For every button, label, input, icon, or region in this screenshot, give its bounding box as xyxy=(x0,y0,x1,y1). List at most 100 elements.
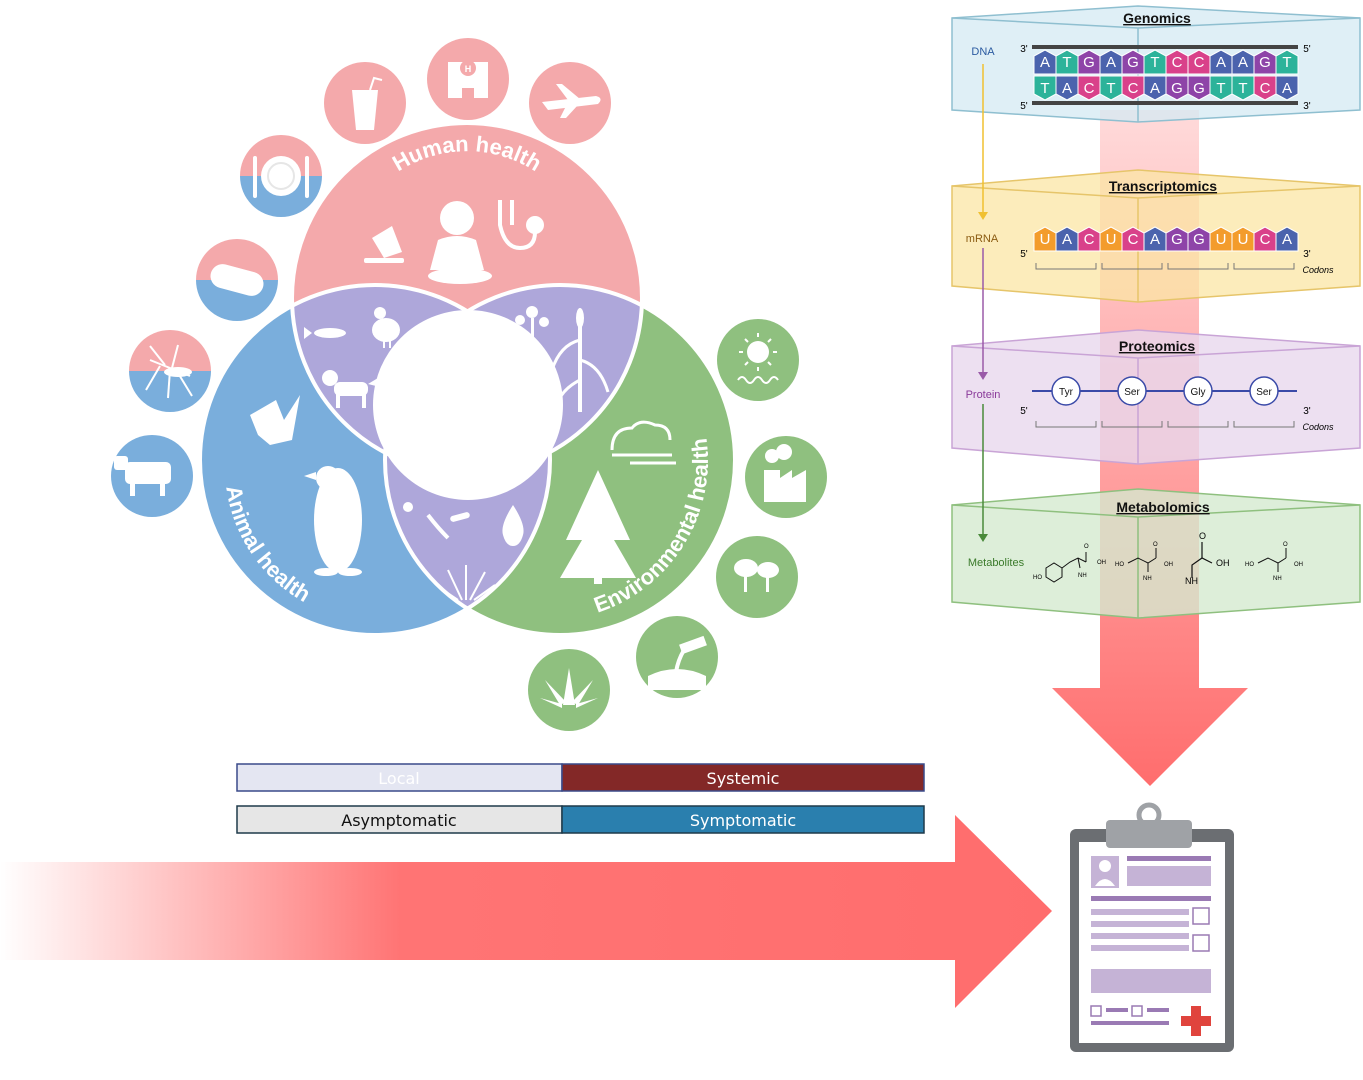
tyr-o: O xyxy=(1084,544,1089,550)
svg-text:A: A xyxy=(1106,54,1116,71)
cloud-wind-icon xyxy=(610,420,676,465)
omics-flow-arrows xyxy=(978,64,988,542)
dna-top-base-7: C xyxy=(1165,49,1189,75)
ser2-ho: HO xyxy=(1245,562,1254,568)
protein-right-end: 3' xyxy=(1303,406,1311,417)
baby-icon xyxy=(428,201,492,284)
protein-label: Protein xyxy=(966,389,1001,401)
mrna-base-6: A xyxy=(1143,226,1167,252)
svg-text:C: C xyxy=(1084,231,1095,248)
mrna-base-4: U xyxy=(1099,226,1123,252)
genomics-title: Genomics xyxy=(1123,10,1191,26)
mrna-codon-bracket-1 xyxy=(1035,263,1097,270)
svg-text:Gly: Gly xyxy=(1191,387,1206,398)
mrna-label: mRNA xyxy=(966,233,999,245)
forest-icon xyxy=(716,536,798,618)
corn-plant-icon xyxy=(550,308,610,412)
svg-text:G: G xyxy=(1193,231,1205,248)
svg-text:G: G xyxy=(1127,54,1139,71)
dog-icon xyxy=(322,370,378,408)
serine-structure-1 xyxy=(1127,548,1157,572)
grass-icon xyxy=(439,565,496,601)
mrna-base-3: C xyxy=(1077,226,1101,252)
ser1-o: O xyxy=(1153,542,1158,548)
svg-text:A: A xyxy=(1062,80,1072,97)
svg-text:A: A xyxy=(1282,231,1292,248)
dna-top-base-3: G xyxy=(1077,49,1101,75)
dna-bottom-base-10: T xyxy=(1231,75,1255,101)
hospital-icon: H xyxy=(427,38,509,120)
microbes-icon xyxy=(403,502,470,540)
svg-text:Tyr: Tyr xyxy=(1059,387,1074,398)
factory-icon xyxy=(745,436,827,518)
svg-text:G: G xyxy=(1171,80,1183,97)
mrna-base-9: U xyxy=(1209,226,1233,252)
ser1-nh2: NH xyxy=(1143,576,1152,582)
svg-text:T: T xyxy=(1062,54,1071,71)
tyr-ho: HO xyxy=(1033,575,1042,581)
dna-bottom-base-2: A xyxy=(1055,75,1079,101)
svg-text:C: C xyxy=(1084,80,1095,97)
cow-icon xyxy=(111,435,193,517)
svg-text:G: G xyxy=(1083,54,1095,71)
pill-icon xyxy=(196,239,278,321)
ser1-oh: OH xyxy=(1164,562,1173,568)
metabolomics-panel: Metabolomics Metabolites HO O OH NH HO O… xyxy=(951,488,1361,619)
venn-diagram: Human health Animal health Environmental… xyxy=(198,121,737,637)
dna-bottom-base-8: G xyxy=(1187,75,1211,101)
svg-text:C: C xyxy=(1260,231,1271,248)
dna-top-base-10: A xyxy=(1231,49,1255,75)
fish-icon xyxy=(304,327,346,339)
plant-pathogen-icon xyxy=(515,306,549,338)
bat-icon xyxy=(250,395,300,445)
dna-bottom-base-1: T xyxy=(1033,75,1057,101)
dna-bottom-base-12: A xyxy=(1275,75,1299,101)
gly-nh2: NH xyxy=(1185,576,1198,586)
mrna-base-8: G xyxy=(1187,226,1211,252)
chicken-icon xyxy=(372,307,400,348)
svg-text:U: U xyxy=(1238,231,1249,248)
dna-top-base-8: C xyxy=(1187,49,1211,75)
dna-bottom-base-5: C xyxy=(1121,75,1145,101)
pine-tree-icon xyxy=(560,470,636,584)
protein-codon-bracket-4 xyxy=(1233,421,1295,428)
svg-text:A: A xyxy=(1216,54,1226,71)
svg-text:U: U xyxy=(1106,231,1117,248)
protein-codon-bracket-1 xyxy=(1035,421,1097,428)
dna-bottom-right-end: 3' xyxy=(1303,101,1311,112)
airplane-icon xyxy=(529,62,611,144)
medical-record-clipboard-icon xyxy=(1070,802,1234,1052)
proteomics-title: Proteomics xyxy=(1119,338,1195,354)
protein-codon-bracket-2 xyxy=(1101,421,1163,428)
stethoscope-icon xyxy=(498,200,544,251)
svg-text:U: U xyxy=(1216,231,1227,248)
residue-3: Gly xyxy=(1183,376,1213,406)
residue-1: Tyr xyxy=(1051,376,1081,406)
svg-text:T: T xyxy=(1216,80,1225,97)
systemic-label: Systemic xyxy=(707,769,780,788)
center-blank xyxy=(373,310,563,500)
svg-text:C: C xyxy=(1128,80,1139,97)
svg-text:T: T xyxy=(1282,54,1291,71)
svg-text:T: T xyxy=(1040,80,1049,97)
ser1-ho: HO xyxy=(1115,562,1124,568)
dna-bottom-base-6: A xyxy=(1143,75,1167,101)
local-systemic-bar: Local Systemic xyxy=(236,763,925,792)
horizontal-progression-arrow xyxy=(0,815,1052,1008)
residue-2: Ser xyxy=(1117,376,1147,406)
svg-text:A: A xyxy=(1150,80,1160,97)
svg-text:C: C xyxy=(1172,54,1183,71)
dna-bottom-base-7: G xyxy=(1165,75,1189,101)
svg-text:A: A xyxy=(1040,54,1050,71)
gly-o: O xyxy=(1199,531,1206,541)
sun-heat-icon xyxy=(717,319,799,401)
dna-top-right-end: 5' xyxy=(1303,44,1311,55)
codon-brackets xyxy=(1035,263,1295,270)
dna-top-base-9: A xyxy=(1209,49,1233,75)
svg-text:U: U xyxy=(1040,231,1051,248)
